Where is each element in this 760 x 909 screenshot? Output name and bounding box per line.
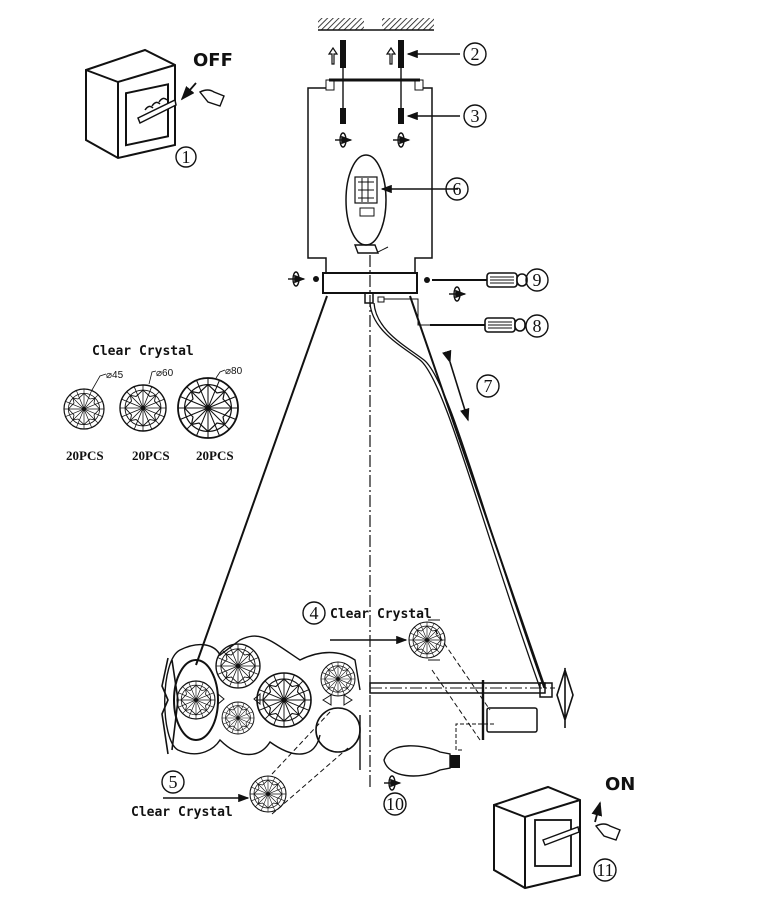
step-2-number: 2: [471, 44, 480, 64]
screwdriver-icon: [429, 317, 526, 333]
bulb-icon: [383, 745, 460, 777]
step-5-badge: [161, 770, 185, 794]
step-1-number: 1: [182, 147, 191, 167]
crystal-ring-icon: [256, 672, 312, 728]
light-arm: [369, 667, 574, 740]
callout-5-label: Clear Crystal: [131, 805, 233, 820]
crystal-60-icon: [119, 384, 167, 432]
step-3-number: 3: [471, 106, 480, 126]
callout-4-label: Clear Crystal: [330, 607, 432, 622]
ceiling: [318, 18, 434, 31]
up-arrow-icon: [327, 46, 339, 65]
crystal-ring-icon: [215, 643, 261, 689]
step-7-number: 7: [484, 376, 493, 396]
empty-crystal-slot: [315, 707, 361, 753]
off-label: OFF: [193, 50, 233, 71]
up-arrow-icon: [385, 46, 397, 65]
legend-title: Clear Crystal: [92, 344, 194, 359]
hand-icon: [594, 823, 621, 841]
qty-45: 20PCS: [66, 448, 104, 463]
step-9-badge: [525, 268, 549, 292]
step-6-number: 6: [453, 179, 462, 199]
diameter-60: ⌀60: [156, 368, 174, 379]
diameter-45: ⌀45: [106, 370, 124, 381]
diameter-80: ⌀80: [225, 366, 243, 377]
crystal-ring-icon: [176, 680, 216, 720]
step-4-number: 4: [310, 603, 319, 623]
step-6-badge: [445, 177, 469, 201]
screwdriver-icon: [431, 272, 528, 288]
switch-off-illustration: [85, 48, 225, 160]
switch-on-illustration: [493, 785, 621, 890]
step-9-number: 9: [533, 270, 542, 290]
crystal-ring-icon: [221, 701, 255, 735]
step-10-badge: [383, 792, 407, 816]
on-label: ON: [605, 774, 635, 795]
step-11-badge: [593, 858, 617, 882]
step-1-badge: [175, 146, 197, 168]
step-11-number: 11: [596, 860, 613, 880]
crystal-4-icon: [408, 621, 446, 659]
step-4-badge: [302, 601, 326, 625]
step-8-number: 8: [533, 316, 542, 336]
step-10-number: 10: [386, 794, 404, 814]
wire-connector-detail: [345, 154, 389, 254]
step-8-badge: [525, 314, 549, 338]
qty-80: 20PCS: [196, 448, 234, 463]
step-5-number: 5: [169, 772, 178, 792]
wall-anchors: [327, 40, 404, 68]
crystal-80-icon: [177, 377, 239, 439]
crystal-ring-icon: [320, 661, 356, 697]
step-2-badge: [463, 42, 487, 66]
mounting-bracket: [307, 68, 433, 272]
suspension-cables: [195, 295, 546, 689]
hand-icon: [198, 89, 225, 107]
length-adjust-arrow: [442, 349, 470, 422]
qty-60: 20PCS: [132, 448, 170, 463]
step-3-badge: [463, 104, 487, 128]
crystal-45-icon: [63, 388, 105, 430]
step-7-badge: [476, 374, 500, 398]
